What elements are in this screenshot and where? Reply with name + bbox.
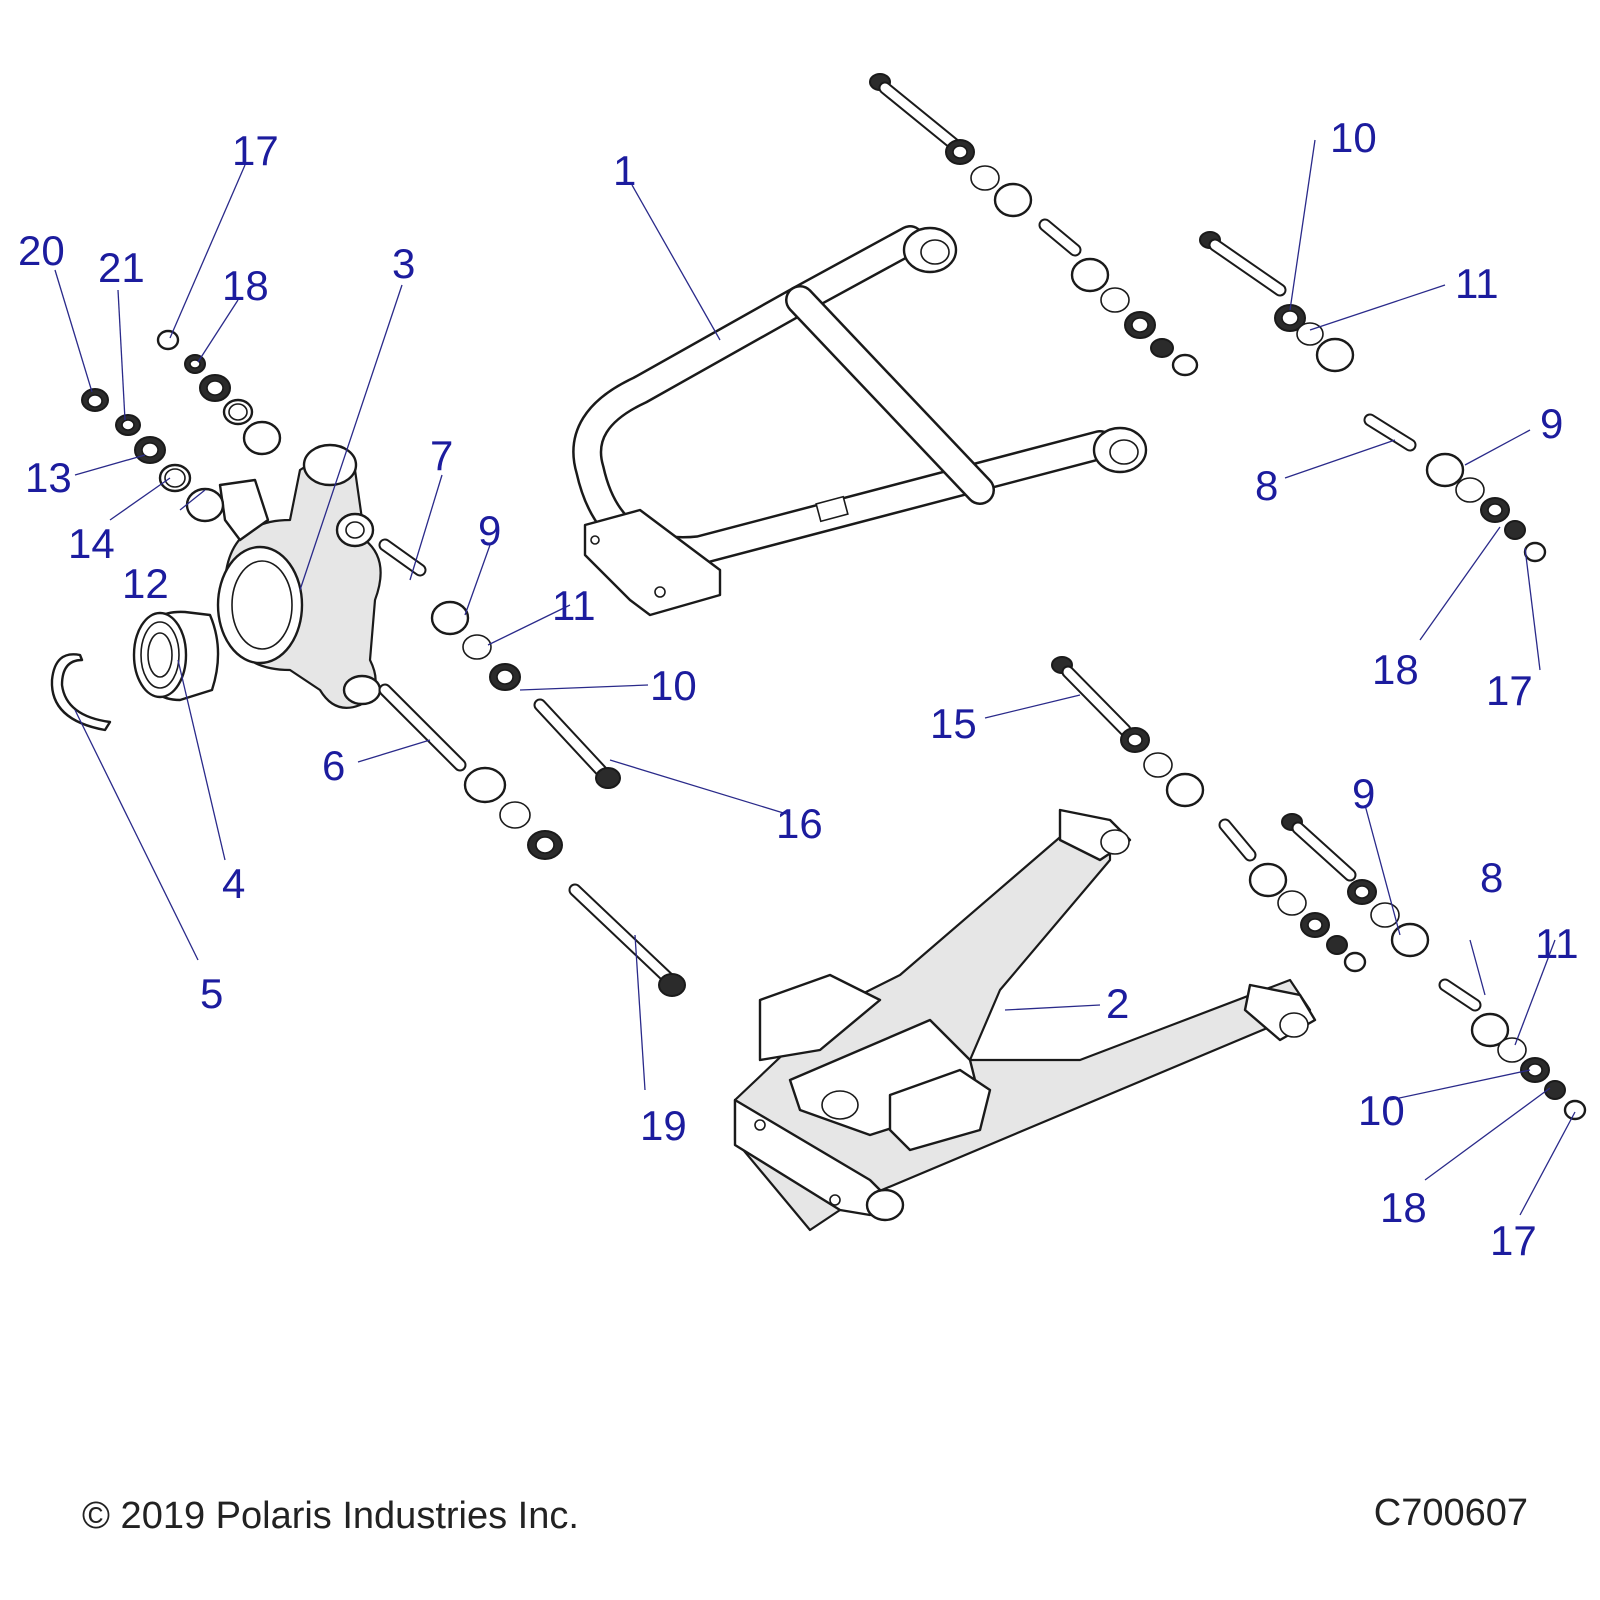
callout-10-lower: 10 [1358, 1087, 1405, 1134]
callout-19: 19 [640, 1102, 687, 1149]
figure-id: C700607 [1373, 1492, 1528, 1534]
callout-4: 4 [222, 860, 245, 907]
hardware-stack-upper-right [1199, 231, 1547, 563]
upper-control-arm [572, 225, 1148, 617]
callout-14: 14 [68, 520, 115, 567]
callout-17-lower: 17 [1490, 1217, 1537, 1264]
hardware-stack-top [869, 73, 1199, 377]
hardware-stack-center [378, 538, 686, 997]
snap-ring [50, 653, 112, 732]
callout-12: 12 [122, 560, 169, 607]
callout-10-center: 10 [650, 662, 697, 709]
callout-18-lower: 18 [1380, 1184, 1427, 1231]
callout-9-center: 9 [478, 507, 501, 554]
callout-11-upper-right: 11 [1455, 260, 1499, 307]
callout-9-lower: 9 [1352, 770, 1375, 817]
callout-11-lower: 11 [1535, 920, 1579, 967]
callout-13: 13 [25, 454, 72, 501]
callout-9-upper-right: 9 [1540, 400, 1563, 447]
callout-17-upper-right: 17 [1486, 667, 1533, 714]
callout-7: 7 [430, 432, 453, 479]
callout-1: 1 [613, 147, 636, 194]
hardware-stack-lower-middle [1051, 656, 1367, 973]
callout-18-top-left: 18 [222, 262, 269, 309]
callout-3: 3 [392, 240, 415, 287]
wheel-bearing [132, 610, 220, 702]
callout-6: 6 [322, 742, 345, 789]
callout-17-top-left: 17 [232, 127, 279, 174]
callout-labels: 1 2 3 4 5 6 7 8 8 9 9 9 10 10 10 11 11 1… [18, 114, 1579, 1264]
copyright-notice: © 2019 Polaris Industries Inc. [82, 1495, 579, 1537]
callout-10-upper-right: 10 [1330, 114, 1377, 161]
knuckle [216, 443, 382, 709]
callout-16: 16 [776, 800, 823, 847]
callout-20: 20 [18, 227, 65, 274]
callout-8-lower: 8 [1480, 854, 1503, 901]
callout-2: 2 [1106, 980, 1129, 1027]
callout-15: 15 [930, 700, 977, 747]
hardware-stack-lower-right [1281, 813, 1587, 1121]
lower-control-arm [733, 808, 1317, 1232]
callout-21: 21 [98, 244, 145, 291]
callout-18-upper-right: 18 [1372, 646, 1419, 693]
callout-11-center: 11 [552, 582, 596, 629]
callout-5: 5 [200, 970, 223, 1017]
callout-8-upper: 8 [1255, 462, 1278, 509]
leader-lines [54, 139, 1576, 1216]
